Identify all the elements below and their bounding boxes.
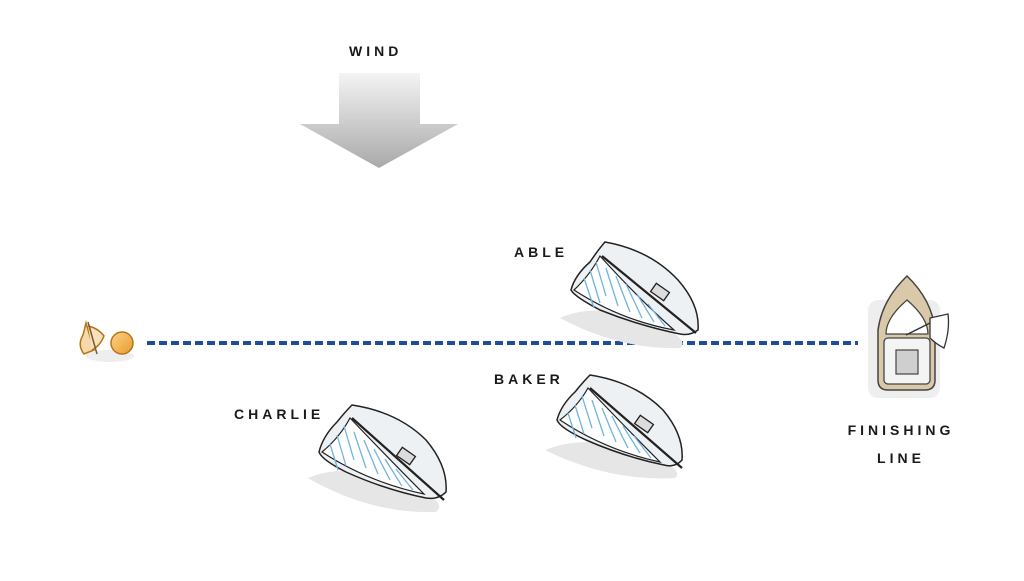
finishing-line-label-line2: LINE [877,450,925,466]
boat-label-charlie: CHARLIE [234,406,325,422]
committee-boat-icon [868,274,950,398]
sailboat-charlie [308,404,447,513]
boat-label-baker: BAKER [494,371,564,387]
sailboat-baker [545,374,683,479]
boat-label-able: ABLE [514,244,569,260]
wind-arrow-icon [300,73,458,168]
sailboat-able [560,241,699,349]
buoy-flag-icon [79,320,134,362]
finishing-line-label-line1: FINISHING [847,422,955,438]
wind-label: WIND [349,43,403,59]
finishing-line-label: FINISHING LINE [836,416,966,472]
